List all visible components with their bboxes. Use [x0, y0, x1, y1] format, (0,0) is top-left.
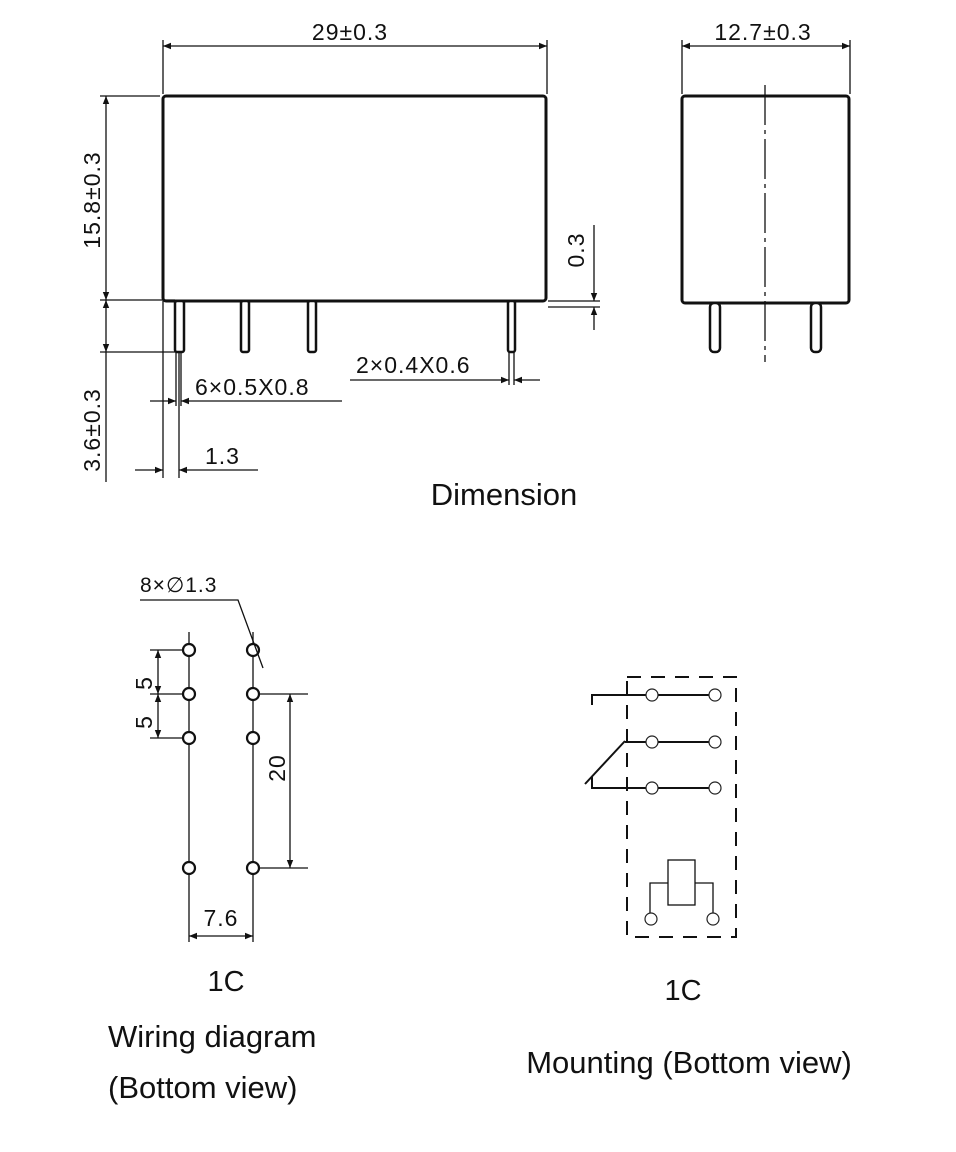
length-dimension: 29±0.3: [312, 19, 388, 45]
row-spacing-dimension: 7.6: [204, 905, 239, 931]
pitch-dimension-2: 5: [131, 715, 157, 729]
width-dimension: 12.7±0.3: [714, 19, 811, 45]
front-pins: [173, 299, 517, 354]
relay-outline: [626, 676, 737, 938]
hole-spec: 8×∅1.3: [140, 574, 217, 597]
coil-pin-dimension: 6×0.5X0.8: [195, 374, 310, 400]
pin-length-dimension: 3.6±0.3: [79, 388, 105, 472]
coil-symbol: [644, 859, 720, 926]
span-dimension: 20: [264, 754, 290, 782]
wiring-caption-line2: (Bottom view): [108, 1070, 297, 1105]
contact-switch: [584, 688, 722, 795]
pitch-dimension-1: 5: [131, 676, 157, 690]
pin-offset-dimension: 1.3: [205, 443, 240, 469]
wiring-caption-line1: Wiring diagram: [108, 1019, 316, 1054]
standoff-dimension: 0.3: [563, 233, 589, 268]
relay-body-front: [161, 94, 548, 303]
side-view: 12.7±0.3: [680, 19, 851, 362]
mounting-caption: Mounting (Bottom view): [526, 1045, 852, 1080]
mounting-diagram: 1C Mounting (Bottom view): [526, 676, 852, 1080]
wiring-diagram: 8×∅1.3 5 5 20 7.6 1C Wiring diagram (Bot…: [108, 574, 316, 1105]
height-dimension: 15.8±0.3: [79, 151, 105, 248]
front-view: 29±0.3 15.8±0.3 3.6±0.3 0.3 6×0.5X0.8 2×…: [79, 19, 600, 482]
pcb-holes: [181, 642, 261, 876]
contact-pin-dimension: 2×0.4X0.6: [356, 352, 471, 378]
wiring-type-label: 1C: [207, 966, 244, 998]
mounting-type-label: 1C: [664, 975, 701, 1007]
dimension-caption: Dimension: [431, 477, 577, 512]
